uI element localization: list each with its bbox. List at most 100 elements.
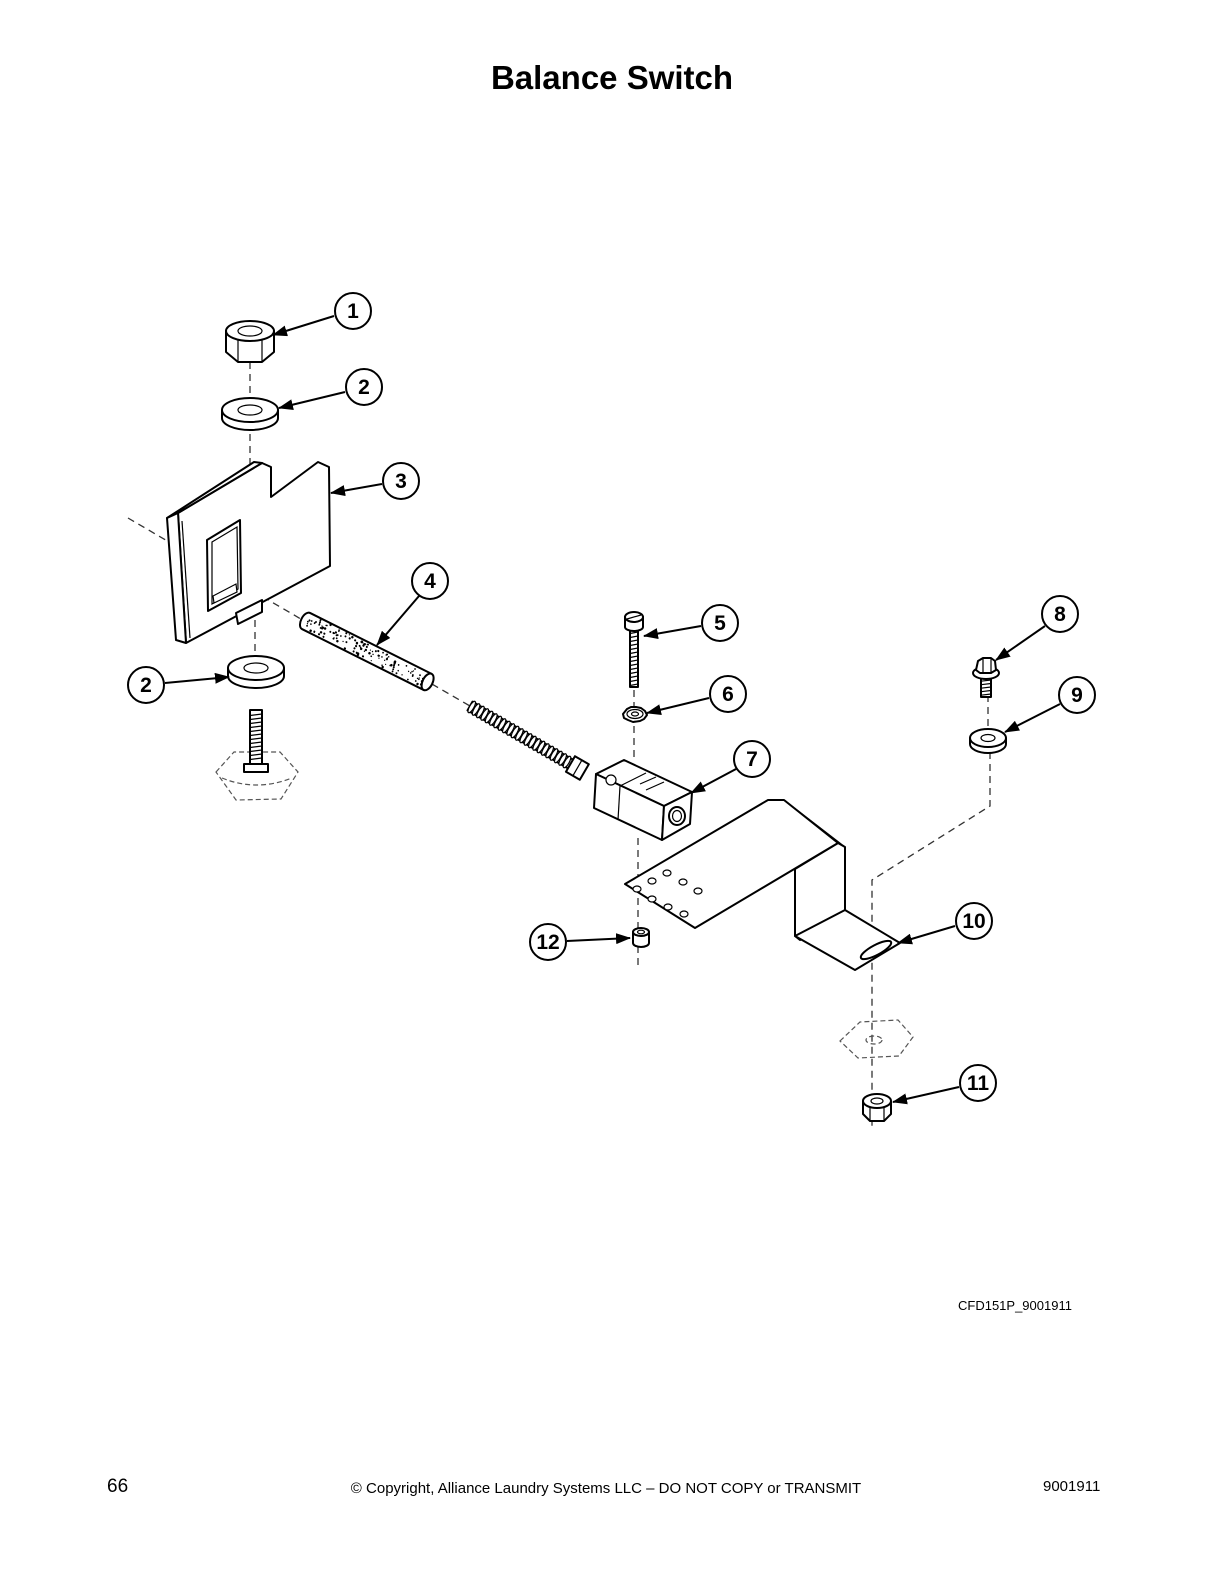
rod-speckle xyxy=(355,651,358,654)
callout-arrow xyxy=(643,625,702,639)
thread-line xyxy=(629,655,639,659)
small-nut-hole xyxy=(636,929,646,935)
rod-speckle xyxy=(418,678,420,681)
thread-ridge xyxy=(545,745,555,759)
thread-ridge xyxy=(476,705,485,719)
rod-speckle xyxy=(418,677,420,679)
callout-number: 1 xyxy=(347,300,359,323)
thread-line xyxy=(629,643,639,647)
callout-number: 12 xyxy=(536,931,559,954)
rod-speckle xyxy=(387,656,390,658)
bracket-hole xyxy=(679,910,689,918)
rod-speckle xyxy=(412,670,415,672)
rod-speckle xyxy=(334,631,338,634)
rod-speckle xyxy=(393,664,395,667)
rod-speckle xyxy=(383,659,386,661)
callout-number: 8 xyxy=(1054,603,1066,626)
rod-speckle xyxy=(391,670,394,673)
thread-line xyxy=(249,713,263,717)
callout-6: 6 xyxy=(646,675,747,716)
rod-speckle xyxy=(354,639,357,642)
thread-ridge xyxy=(493,715,503,729)
rod-speckle xyxy=(323,627,327,630)
callout-bubble xyxy=(709,675,747,713)
rod-speckle xyxy=(348,634,351,636)
rod-speckle xyxy=(318,624,320,626)
stud-threads xyxy=(249,713,263,761)
thread-ridge xyxy=(471,703,481,716)
bracket-slot xyxy=(859,939,893,961)
rod-speckle xyxy=(409,672,412,674)
foam-rod xyxy=(298,611,435,692)
rod-speckle xyxy=(414,668,416,670)
washer-lower xyxy=(227,655,285,689)
thread-line xyxy=(249,721,263,725)
switch-port-inner xyxy=(671,809,683,823)
rod-speckle xyxy=(390,663,393,667)
rod-speckle xyxy=(392,668,395,671)
thread-ridge xyxy=(489,713,498,726)
callout-number: 6 xyxy=(722,683,734,706)
switch-block-seam xyxy=(619,772,647,787)
figure-code: CFD151P_9001911 xyxy=(958,1298,1072,1313)
thread-line xyxy=(629,651,639,655)
callout-arrow xyxy=(278,391,346,411)
plate-side-edge xyxy=(166,512,187,644)
rod-speckle xyxy=(416,677,419,680)
rod-speckle xyxy=(385,654,387,656)
callouts: 1 2 3 4 5 6 7 xyxy=(127,292,1096,1105)
callout-arrow xyxy=(892,1086,960,1105)
callout-7: 7 xyxy=(690,740,771,794)
rod-speckle xyxy=(321,626,325,629)
rod-speckle xyxy=(335,637,338,640)
rod-speckle xyxy=(392,666,395,669)
rod-speckles xyxy=(306,619,424,686)
washer-hole xyxy=(237,404,263,416)
washer-face xyxy=(221,397,279,423)
switch-marking xyxy=(645,781,665,791)
switch-block-seam xyxy=(617,785,621,821)
washer-face xyxy=(969,728,1007,748)
callout-arrow xyxy=(690,768,737,794)
rod-speckle xyxy=(310,623,312,625)
nut-hole xyxy=(237,325,263,337)
rod-speckle xyxy=(364,648,368,652)
callout-arrow xyxy=(995,625,1046,661)
rod-speckle xyxy=(370,660,372,662)
rod-speckle xyxy=(395,672,398,675)
bracket-hole xyxy=(647,895,657,903)
bracket-hole xyxy=(693,887,703,895)
centerline-rod-to-stud xyxy=(431,683,471,707)
callout-arrow xyxy=(1004,703,1061,733)
rod-speckle xyxy=(419,674,421,677)
phantom-foot-outline xyxy=(215,751,299,801)
rod-speckle xyxy=(368,651,371,655)
callout-arrow xyxy=(897,925,956,945)
rod-speckle xyxy=(355,642,359,645)
rod-speckle xyxy=(345,632,348,635)
stud-base xyxy=(243,763,269,773)
rod-speckle xyxy=(361,655,365,658)
thread-line xyxy=(629,671,639,675)
rod-speckle xyxy=(323,632,326,635)
thread-ridge xyxy=(523,733,533,746)
document-number: 9001911 xyxy=(1043,1478,1101,1495)
rod-speckle xyxy=(321,625,323,627)
rod-speckle xyxy=(352,650,355,653)
phantom-foot-outline xyxy=(839,1019,914,1059)
rod-speckle xyxy=(405,665,408,667)
thread-line xyxy=(629,667,639,671)
thread-ridge xyxy=(502,720,511,734)
bracket-hole xyxy=(632,885,642,893)
rod-speckle xyxy=(363,650,366,652)
rod-speckle xyxy=(345,641,348,644)
rod-speckle xyxy=(308,619,311,622)
callout-bubble xyxy=(529,923,567,961)
washer-face xyxy=(227,655,285,681)
callout-number: 11 xyxy=(967,1072,990,1095)
screw-slot xyxy=(626,614,642,620)
thread-line xyxy=(629,647,639,651)
callout-1: 1 xyxy=(272,292,372,337)
rod-speckle xyxy=(385,658,388,661)
lock-washer xyxy=(622,706,648,723)
